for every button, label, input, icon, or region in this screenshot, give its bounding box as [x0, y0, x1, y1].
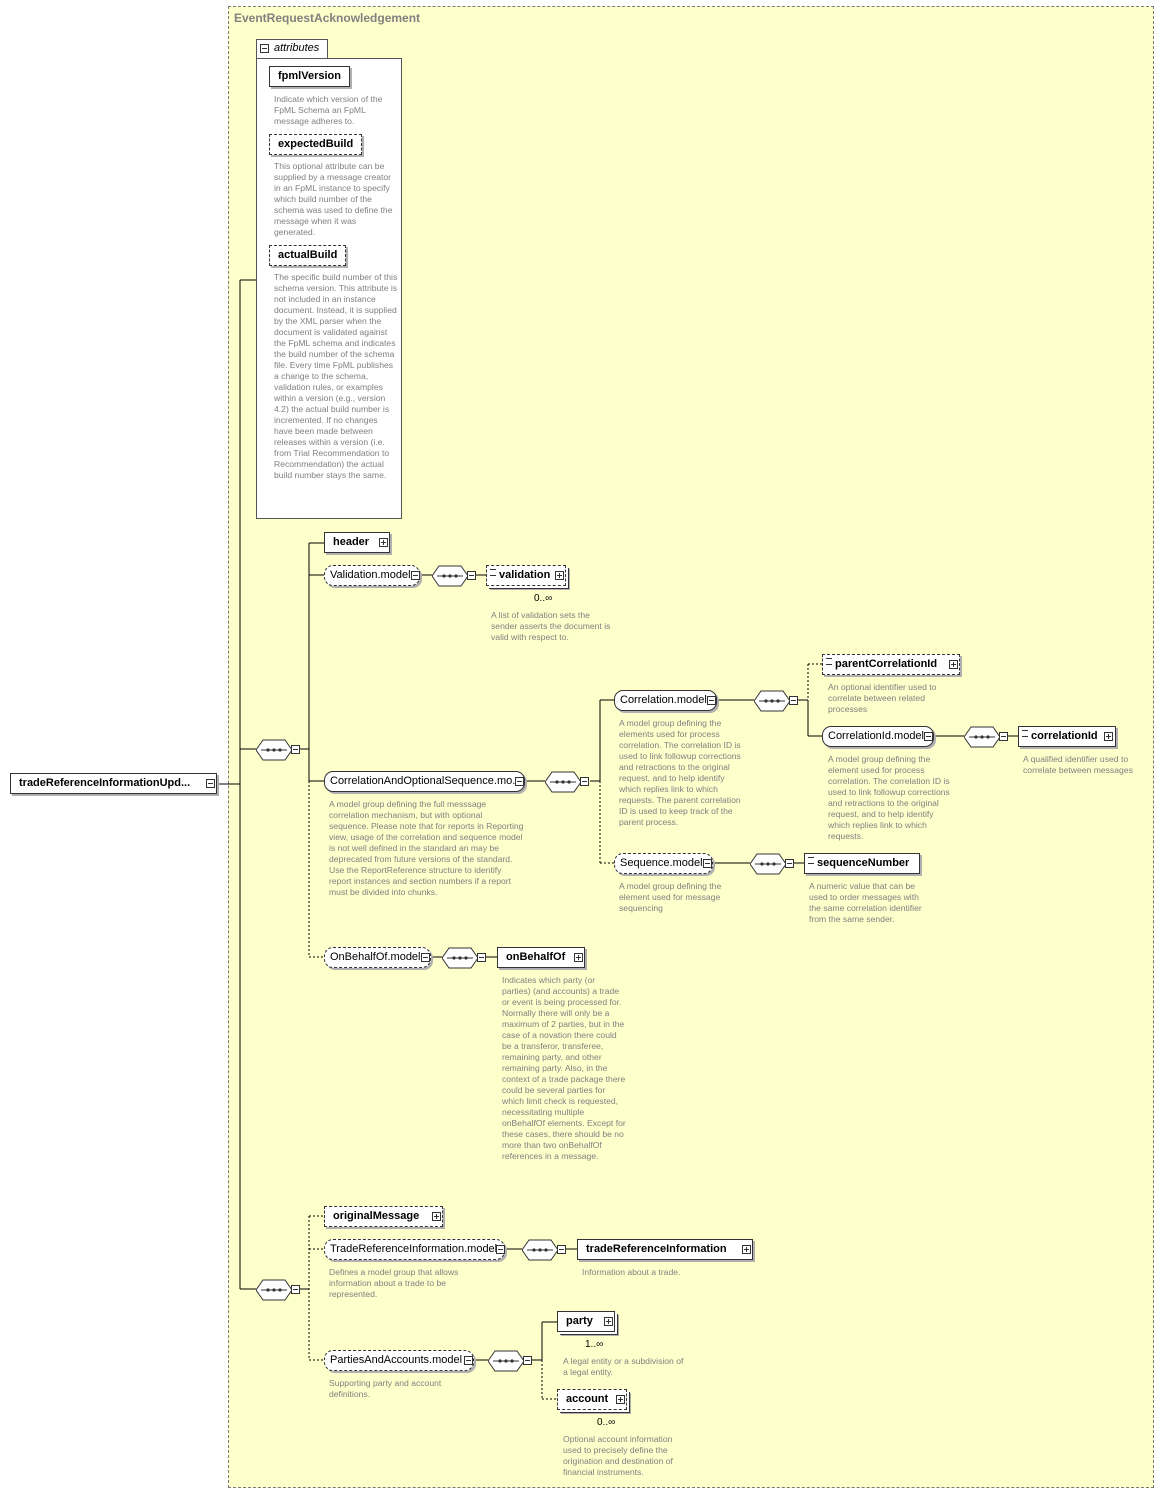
sequence-compositor[interactable] — [488, 1350, 532, 1372]
element-validation[interactable]: validation — [486, 565, 566, 586]
collapse-icon[interactable] — [999, 732, 1008, 741]
expand-icon[interactable] — [949, 660, 958, 669]
element-doc: A legal entity or a subdivision of a leg… — [563, 1356, 684, 1377]
group-correlationid-model[interactable]: CorrelationId.model — [822, 726, 934, 747]
collapse-icon[interactable] — [467, 571, 476, 580]
expand-icon[interactable] — [742, 1245, 751, 1254]
group-doc: A model group defining the element used … — [828, 754, 950, 841]
expand-icon[interactable] — [616, 1395, 625, 1404]
group-correlation-model[interactable]: Correlation.model — [614, 690, 717, 711]
attribute-actualbuild[interactable]: actualBuild — [269, 245, 347, 266]
collapse-icon[interactable] — [477, 953, 486, 962]
element-party[interactable]: party — [557, 1311, 615, 1332]
attribute-fpmlversion[interactable]: fpmlVersion — [269, 66, 350, 87]
attribute-doc: The specific build number of this schema… — [274, 272, 398, 480]
collapse-icon[interactable] — [703, 859, 712, 868]
collapse-icon[interactable] — [421, 953, 430, 962]
sequence-compositor[interactable] — [754, 690, 798, 712]
element-doc: Optional account information used to pre… — [563, 1434, 673, 1477]
collapse-icon[interactable] — [411, 571, 420, 580]
element-header[interactable]: header — [324, 532, 390, 553]
expand-icon[interactable] — [432, 1212, 441, 1221]
element-doc: A numeric value that can be used to orde… — [809, 881, 922, 924]
element-doc: An optional identifier used to correlate… — [828, 682, 937, 714]
collapse-icon[interactable] — [515, 777, 524, 786]
element-doc: A list of validation sets the sender ass… — [491, 610, 611, 642]
element-doc: A qualified identifier used to correlate… — [1023, 754, 1133, 775]
sequence-compositor[interactable] — [256, 1279, 300, 1301]
attribute-expectedbuild[interactable]: expectedBuild — [269, 134, 363, 155]
group-correlation-optional-sequence[interactable]: CorrelationAndOptionalSequence.mo... — [324, 771, 525, 792]
sequence-compositor[interactable] — [522, 1239, 566, 1261]
element-onbehalfof[interactable]: onBehalfOf — [497, 947, 585, 968]
collapse-icon[interactable] — [206, 779, 215, 788]
collapse-icon[interactable] — [496, 1245, 505, 1254]
group-doc: A model group defining the elements used… — [619, 718, 741, 827]
group-partiesandaccounts-model[interactable]: PartiesAndAccounts.model — [324, 1350, 474, 1371]
group-doc: Supporting party and account definitions… — [329, 1378, 442, 1399]
group-sequence-model[interactable]: Sequence.model — [614, 853, 713, 874]
attributes-tab[interactable]: attributes — [256, 39, 328, 58]
group-onbehalfof-model[interactable]: OnBehalfOf.model — [324, 947, 431, 968]
collapse-icon[interactable] — [924, 732, 933, 741]
attribute-doc: This optional attribute can be supplied … — [274, 161, 393, 237]
collapse-icon[interactable] — [523, 1356, 532, 1365]
collapse-icon[interactable] — [785, 859, 794, 868]
collapse-icon[interactable] — [291, 1285, 300, 1294]
occurrence-label: 0..∞ — [534, 593, 553, 604]
collapse-icon[interactable] — [789, 696, 798, 705]
element-account[interactable]: account — [557, 1389, 627, 1410]
sequence-compositor[interactable] — [545, 771, 589, 793]
group-doc: A model group defining the full messsage… — [329, 799, 524, 897]
occurrence-label: 0..∞ — [597, 1417, 616, 1428]
expand-icon[interactable] — [555, 571, 564, 580]
group-doc: A model group defining the element used … — [619, 881, 722, 913]
element-doc: Indicates which party (or parties) (and … — [502, 975, 626, 1161]
expand-icon[interactable] — [379, 538, 388, 547]
sequence-compositor[interactable] — [442, 947, 486, 969]
occurrence-label: 1..∞ — [585, 1339, 604, 1350]
collapse-icon[interactable] — [291, 745, 300, 754]
sequence-compositor[interactable] — [964, 726, 1008, 748]
root-element[interactable]: tradeReferenceInformationUpd... — [10, 773, 217, 794]
collapse-icon[interactable] — [707, 696, 716, 705]
sequence-compositor[interactable] — [432, 565, 476, 587]
collapse-icon[interactable] — [260, 44, 269, 53]
group-tradereferenceinformation-model[interactable]: TradeReferenceInformation.model — [324, 1239, 505, 1260]
sequence-compositor[interactable] — [750, 853, 794, 875]
sequence-compositor[interactable] — [256, 739, 300, 761]
element-doc: Information about a trade. — [582, 1267, 681, 1277]
group-doc: Defines a model group that allows inform… — [329, 1267, 459, 1299]
complex-type-title: EventRequestAcknowledgement — [234, 11, 421, 25]
expand-icon[interactable] — [574, 953, 583, 962]
element-parentcorrelationid[interactable]: parentCorrelationId — [822, 654, 960, 675]
collapse-icon[interactable] — [464, 1356, 473, 1365]
element-originalmessage[interactable]: originalMessage — [324, 1206, 443, 1227]
element-tradereferenceinformation[interactable]: tradeReferenceInformation — [577, 1239, 753, 1260]
collapse-icon[interactable] — [580, 777, 589, 786]
element-sequencenumber[interactable]: sequenceNumber — [804, 853, 920, 874]
expand-icon[interactable] — [1104, 732, 1113, 741]
expand-icon[interactable] — [604, 1317, 613, 1326]
collapse-icon[interactable] — [557, 1245, 566, 1254]
group-validation-model[interactable]: Validation.model — [324, 565, 420, 586]
attribute-doc: Indicate which version of the FpML Schem… — [274, 94, 383, 126]
element-correlationid[interactable]: correlationId — [1018, 726, 1116, 747]
